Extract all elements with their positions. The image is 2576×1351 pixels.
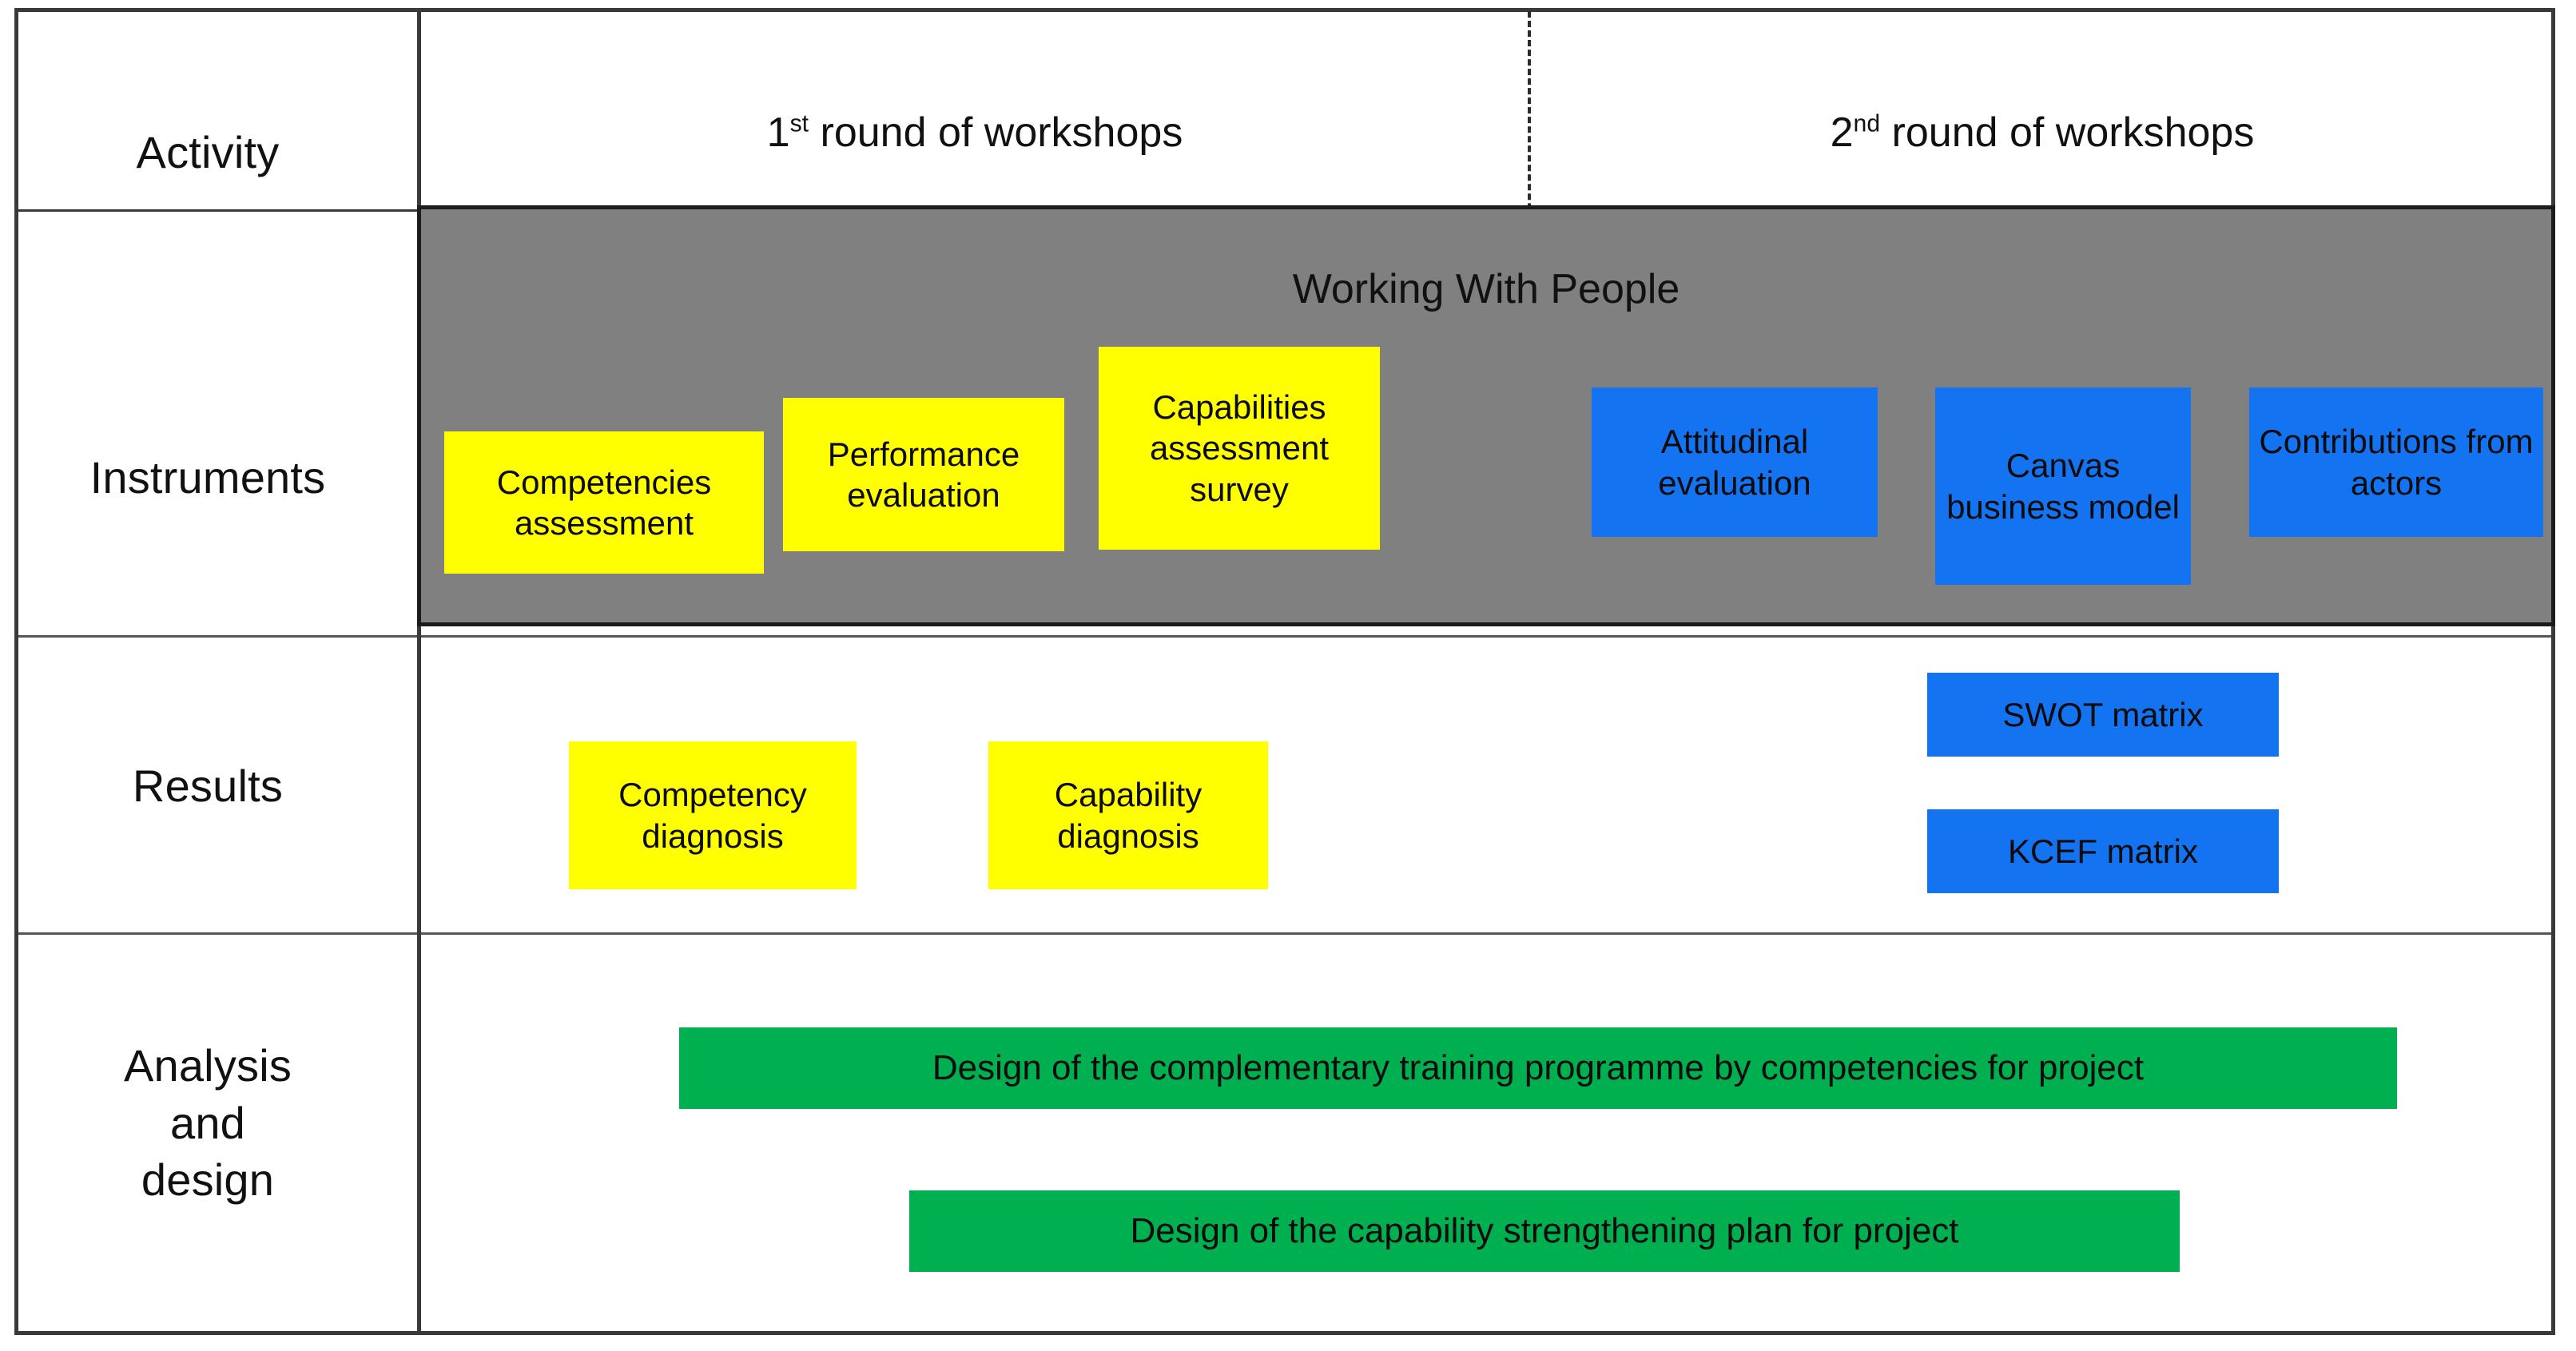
node-capabilities-assessment-survey[interactable]: Capabilities assessment survey <box>1099 347 1380 550</box>
node-capability-plan-design-label: Design of the capability strengthening p… <box>1130 1211 1959 1251</box>
row-label-analysis-line3: design <box>141 1154 275 1206</box>
node-capability-diagnosis[interactable]: Capability diagnosis <box>988 741 1268 889</box>
node-attitudinal-evaluation[interactable]: Attitudinal evaluation <box>1592 387 1878 537</box>
band-title-text: Working With People <box>1292 266 1680 312</box>
row-label-analysis-line1: Analysis <box>123 1040 292 1091</box>
node-capability-plan-design[interactable]: Design of the capability strengthening p… <box>909 1190 2180 1272</box>
node-competencies-assessment[interactable]: Competencies assessment <box>444 431 764 574</box>
node-competencies-assessment-label: Competencies assessment <box>496 463 712 542</box>
row-label-results: Results <box>16 757 400 815</box>
node-contributions-from-actors[interactable]: Contributions from actors <box>2249 387 2543 537</box>
node-competency-diagnosis[interactable]: Competency diagnosis <box>569 741 857 889</box>
column-header-first-round-rest: round of workshops <box>809 109 1183 156</box>
node-training-programme-design-label: Design of the complementary training pro… <box>932 1048 2145 1088</box>
column-header-first-round-suffix: st <box>789 110 809 137</box>
band-title: Working With People <box>421 266 2551 312</box>
node-performance-evaluation[interactable]: Performance evaluation <box>783 398 1064 551</box>
row-label-analysis-line2: and <box>169 1097 246 1148</box>
column-header-second-round-ordinal: 2 <box>1830 109 1854 156</box>
row-label-instruments-text: Instruments <box>89 452 326 503</box>
node-capabilities-assessment-survey-label: Capabilities assessment survey <box>1149 388 1330 508</box>
column-header-second-round: 2nd round of workshops <box>1531 109 2554 156</box>
node-performance-evaluation-label: Performance evaluation <box>827 435 1020 514</box>
node-canvas-business-model-label: Canvas business model <box>1946 447 2180 526</box>
node-swot-matrix-label: SWOT matrix <box>2002 695 2204 733</box>
node-competency-diagnosis-label: Competency diagnosis <box>618 776 807 855</box>
column-header-first-round: 1st round of workshops <box>423 109 1526 156</box>
node-canvas-business-model[interactable]: Canvas business model <box>1935 387 2191 585</box>
row-label-activity: Activity <box>16 124 400 181</box>
column-header-second-round-rest: round of workshops <box>1880 109 2255 156</box>
node-swot-matrix[interactable]: SWOT matrix <box>1927 673 2279 757</box>
row-label-activity-text: Activity <box>136 127 280 177</box>
node-training-programme-design[interactable]: Design of the complementary training pro… <box>679 1027 2397 1109</box>
row-divider-instruments-results <box>18 635 2551 638</box>
row-label-instruments: Instruments <box>16 449 400 507</box>
row-label-analysis-and-design: Analysis and design <box>16 1037 400 1209</box>
node-attitudinal-evaluation-label: Attitudinal evaluation <box>1658 423 1811 502</box>
row-divider-results-analysis <box>18 932 2551 935</box>
node-kcef-matrix-label: KCEF matrix <box>2007 832 2198 870</box>
node-capability-diagnosis-label: Capability diagnosis <box>1054 776 1203 855</box>
node-contributions-from-actors-label: Contributions from actors <box>2259 423 2534 502</box>
column-header-first-round-ordinal: 1 <box>766 109 790 156</box>
column-header-second-round-suffix: nd <box>1853 110 1881 137</box>
row-label-results-text: Results <box>132 761 284 811</box>
node-kcef-matrix[interactable]: KCEF matrix <box>1927 809 2279 893</box>
label-column-divider <box>417 12 421 1331</box>
